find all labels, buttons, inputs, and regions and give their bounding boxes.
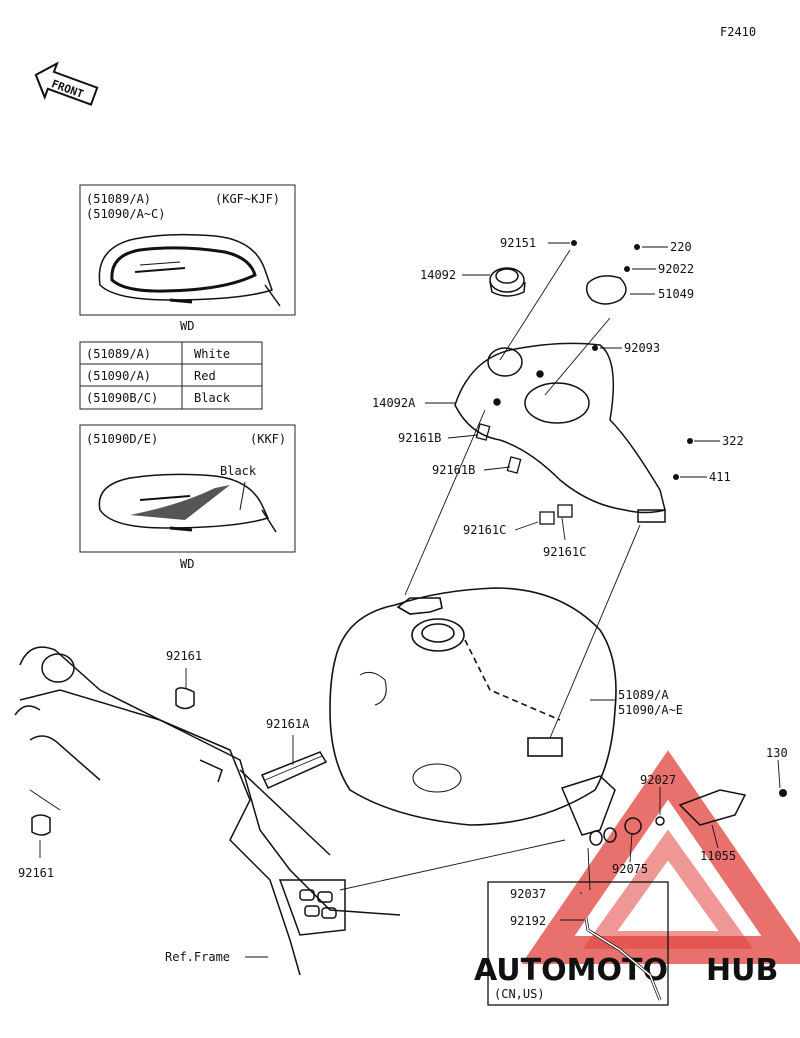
inset-top-codes-1: (51089/A) bbox=[86, 192, 151, 206]
watermark-text-left: AUTOMOTO bbox=[474, 953, 668, 988]
leader-lines bbox=[29, 242, 781, 958]
label-11055: 11055 bbox=[700, 849, 736, 863]
inset-top-codes-2: (51090/A~C) bbox=[86, 207, 165, 221]
label-92161C-2: 92161C bbox=[543, 545, 586, 559]
tank-graphic-bottom bbox=[98, 473, 277, 533]
frame-bushings bbox=[31, 687, 328, 836]
table-row-2-code: (51090/A) bbox=[86, 369, 151, 383]
table-row-2-color: Red bbox=[194, 369, 216, 383]
label-51090AE: 51090/A~E bbox=[618, 703, 683, 717]
inset-bottom-color-note: Black bbox=[220, 464, 257, 478]
table-row-3-code: (51090B/C) bbox=[86, 391, 158, 405]
table-row-1-color: White bbox=[194, 347, 230, 361]
label-14092A: 14092A bbox=[372, 396, 416, 410]
frame bbox=[14, 646, 401, 976]
tank-cover bbox=[454, 342, 666, 523]
rear-bracket bbox=[560, 775, 747, 846]
label-92022: 92022 bbox=[658, 262, 694, 276]
inset-bottom-caption: WD bbox=[180, 557, 194, 571]
label-51049: 51049 bbox=[658, 287, 694, 301]
fuel-cap bbox=[489, 267, 526, 297]
label-cn-us: (CN,US) bbox=[494, 987, 545, 1001]
label-92161B-1: 92161B bbox=[398, 431, 441, 445]
label-92161-top: 92161 bbox=[166, 649, 202, 663]
label-92192: 92192 bbox=[510, 914, 546, 928]
label-92161B-2: 92161B bbox=[432, 463, 475, 477]
inset-bottom-codes: (51090D/E) bbox=[86, 432, 158, 446]
label-92151: 92151 bbox=[500, 236, 536, 250]
label-92037: 92037 bbox=[510, 887, 546, 901]
tank-cap-51049 bbox=[585, 275, 627, 305]
tank-graphic-top bbox=[98, 233, 281, 307]
label-92161A: 92161A bbox=[266, 717, 310, 731]
inset-bottom-models: (KKF) bbox=[250, 432, 286, 446]
label-92161C-1: 92161C bbox=[463, 523, 506, 537]
inset-top-caption: WD bbox=[180, 319, 194, 333]
watermark-text-right: HUB bbox=[706, 953, 778, 988]
rubber-pads bbox=[475, 423, 573, 525]
inset-top: (51089/A) (51090/A~C) (KGF~KJF) WD bbox=[79, 184, 296, 333]
color-table: (51089/A) White (51090/A) Red (51090B/C)… bbox=[79, 341, 263, 410]
front-arrow-icon: FRONT bbox=[34, 61, 99, 106]
inset-top-models: (KGF~KJF) bbox=[215, 192, 280, 206]
label-92161-bottom: 92161 bbox=[18, 866, 54, 880]
label-130: 130 bbox=[766, 746, 788, 760]
table-row-1-code: (51089/A) bbox=[86, 347, 151, 361]
figure-code: F2410 bbox=[720, 25, 756, 39]
fuel-tank bbox=[329, 587, 617, 826]
label-51089A: 51089/A bbox=[618, 688, 669, 702]
label-411: 411 bbox=[709, 470, 731, 484]
fasteners bbox=[571, 240, 787, 797]
table-row-3-color: Black bbox=[194, 391, 231, 405]
label-92093: 92093 bbox=[624, 341, 660, 355]
label-ref-frame: Ref.Frame bbox=[165, 950, 230, 964]
label-92075: 92075 bbox=[612, 862, 648, 876]
inset-bottom: (51090D/E) (KKF) Black WD bbox=[79, 424, 296, 571]
evap-hose bbox=[487, 881, 669, 1006]
label-14092: 14092 bbox=[420, 268, 456, 282]
label-220: 220 bbox=[670, 240, 692, 254]
label-92027: 92027 bbox=[640, 773, 676, 787]
label-322: 322 bbox=[722, 434, 744, 448]
